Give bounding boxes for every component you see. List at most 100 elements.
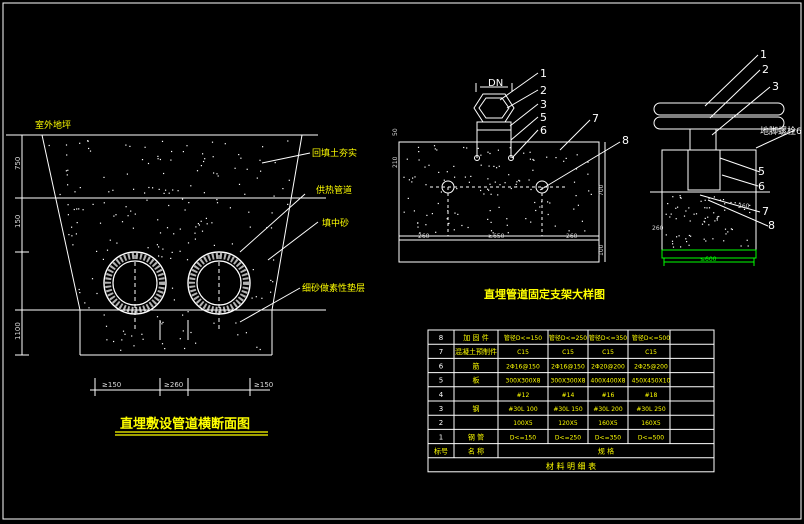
leader-cushion <box>239 287 301 323</box>
mid-dim-v-1: 50 <box>392 128 399 136</box>
side-callout-2: 2 <box>762 63 769 76</box>
concrete-block <box>398 141 600 237</box>
dn-label: DN <box>488 78 503 89</box>
anchor-bolt-label: 地脚螺栓6 <box>760 125 802 137</box>
table-header-label: 加 固 件 <box>463 333 488 342</box>
mid-dim-v-3: 700 <box>598 184 605 196</box>
leader-pipe <box>239 193 306 253</box>
table-row-no: 1 <box>439 433 443 441</box>
table-cell: 100X5 <box>513 420 533 427</box>
table-row-no: 2 <box>439 419 443 427</box>
table-cell: #18 <box>645 392 658 399</box>
support-detail-view <box>398 72 621 263</box>
dim-v-3: 1100 <box>14 322 22 340</box>
mid-callout-7: 7 <box>592 112 599 125</box>
side-callout-6: 6 <box>758 180 765 193</box>
table-cell: D<=350 <box>595 434 621 441</box>
table-row-no: 6 <box>439 362 444 370</box>
mid-dim-h-1: 260 <box>418 233 430 240</box>
dim-v-2: 150 <box>14 215 22 228</box>
base-layer <box>398 235 600 263</box>
mid-dim-h-2: ≥650 <box>488 233 505 240</box>
side-callout-1: 1 <box>760 48 767 61</box>
mid-dim-v-2: 210 <box>392 156 399 168</box>
table-cell: D<=250 <box>555 434 581 441</box>
mid-callout-8: 8 <box>622 134 629 147</box>
dim-h-3: ≥150 <box>254 381 273 389</box>
table-cell: C15 <box>562 349 574 356</box>
table-cell: #30L 150 <box>553 406 583 413</box>
table-header-no: 8 <box>439 334 443 342</box>
mid-callout-6: 6 <box>540 124 547 137</box>
table-header-col: 管径D<=500 <box>632 334 670 342</box>
table-cell: C15 <box>602 349 614 356</box>
table-row-name: 钢 管 <box>468 432 484 441</box>
support-detail-title: 直埋管道固定支架大样图 <box>484 287 605 301</box>
label-pipe: 供热管道 <box>316 184 352 196</box>
mid-callout-3: 3 <box>540 98 547 111</box>
table-cell: #12 <box>517 392 530 399</box>
side-dim-2: 260 <box>738 203 750 210</box>
table-cell: D<=150 <box>510 434 536 441</box>
table-cell: 2Φ20@200 <box>591 363 625 370</box>
table-cell: 450X450X10 <box>632 378 671 385</box>
table-cell: C15 <box>517 349 529 356</box>
cross-section-view <box>6 134 326 436</box>
mid-dim-v-4: 100 <box>598 244 605 256</box>
trench-left-wall <box>41 134 81 355</box>
table-cell: #30L 250 <box>636 406 666 413</box>
table-row-no: 5 <box>439 377 443 385</box>
table-cell: D<=500 <box>638 434 664 441</box>
label-backfill: 回填土夯实 <box>312 147 357 159</box>
leader-sand <box>267 221 319 261</box>
table-cell: #16 <box>602 392 615 399</box>
table-row-name: 混凝土预制件 <box>455 347 497 356</box>
soil-hatch <box>48 140 290 351</box>
label-cushion: 细砂做素性垫层 <box>302 282 365 294</box>
table-cell: 120X5 <box>558 420 578 427</box>
support-pipe <box>473 93 515 161</box>
ground-label: 室外地坪 <box>35 119 71 131</box>
mid-callout-2: 2 <box>540 84 547 97</box>
mid-callout-5: 5 <box>540 111 547 124</box>
table-cell: #14 <box>562 392 575 399</box>
table-header-col: 管径D<=250 <box>549 334 587 342</box>
side-callout-7: 7 <box>762 205 769 218</box>
table-cell: 300X300X8 <box>551 378 586 385</box>
side-callout-3: 3 <box>772 80 779 93</box>
side-dim-1: 260 <box>652 225 664 232</box>
table-cell: 2Φ25@200 <box>634 363 668 370</box>
table-cell: 300X300X8 <box>506 378 541 385</box>
table-cell: 160X5 <box>641 420 661 427</box>
label-sand: 填中砂 <box>322 217 349 229</box>
table-row-no: 4 <box>439 391 444 399</box>
table-cell: #30L 100 <box>508 406 538 413</box>
table-cell: 2Φ16@150 <box>551 363 585 370</box>
table-row-no: 3 <box>439 405 443 413</box>
dim-h-2: ≥260 <box>164 381 183 389</box>
table-cell: 2Φ16@150 <box>506 363 540 370</box>
table-title: 材 料 明 细 表 <box>546 461 596 471</box>
table-footer-no: 标号 <box>434 447 448 456</box>
table-footer-name: 名 称 <box>468 447 484 456</box>
cross-section-title: 直埋敷设管道横断面图 <box>120 416 250 432</box>
table-header-col: 管径D<=150 <box>504 334 542 342</box>
table-cell: 400X400X8 <box>591 378 626 385</box>
side-callout-8: 8 <box>768 219 775 232</box>
mid-dim-h-3: 260 <box>566 233 578 240</box>
table-row-name: 钢 <box>473 404 480 413</box>
table-row-name: 筋 <box>473 361 480 370</box>
table-cell: C15 <box>645 349 657 356</box>
table-cell: #30L 200 <box>593 406 623 413</box>
leader-backfill <box>261 152 311 164</box>
side-callout-5: 5 <box>758 165 765 178</box>
side-dim-3: ≤600 <box>700 256 717 263</box>
dim-v-1: 750 <box>14 157 22 170</box>
dim-h-1: ≥150 <box>102 381 121 389</box>
support-side-view <box>650 54 796 266</box>
table-row-name: 板 <box>473 376 480 385</box>
table-cell: 160X5 <box>598 420 618 427</box>
